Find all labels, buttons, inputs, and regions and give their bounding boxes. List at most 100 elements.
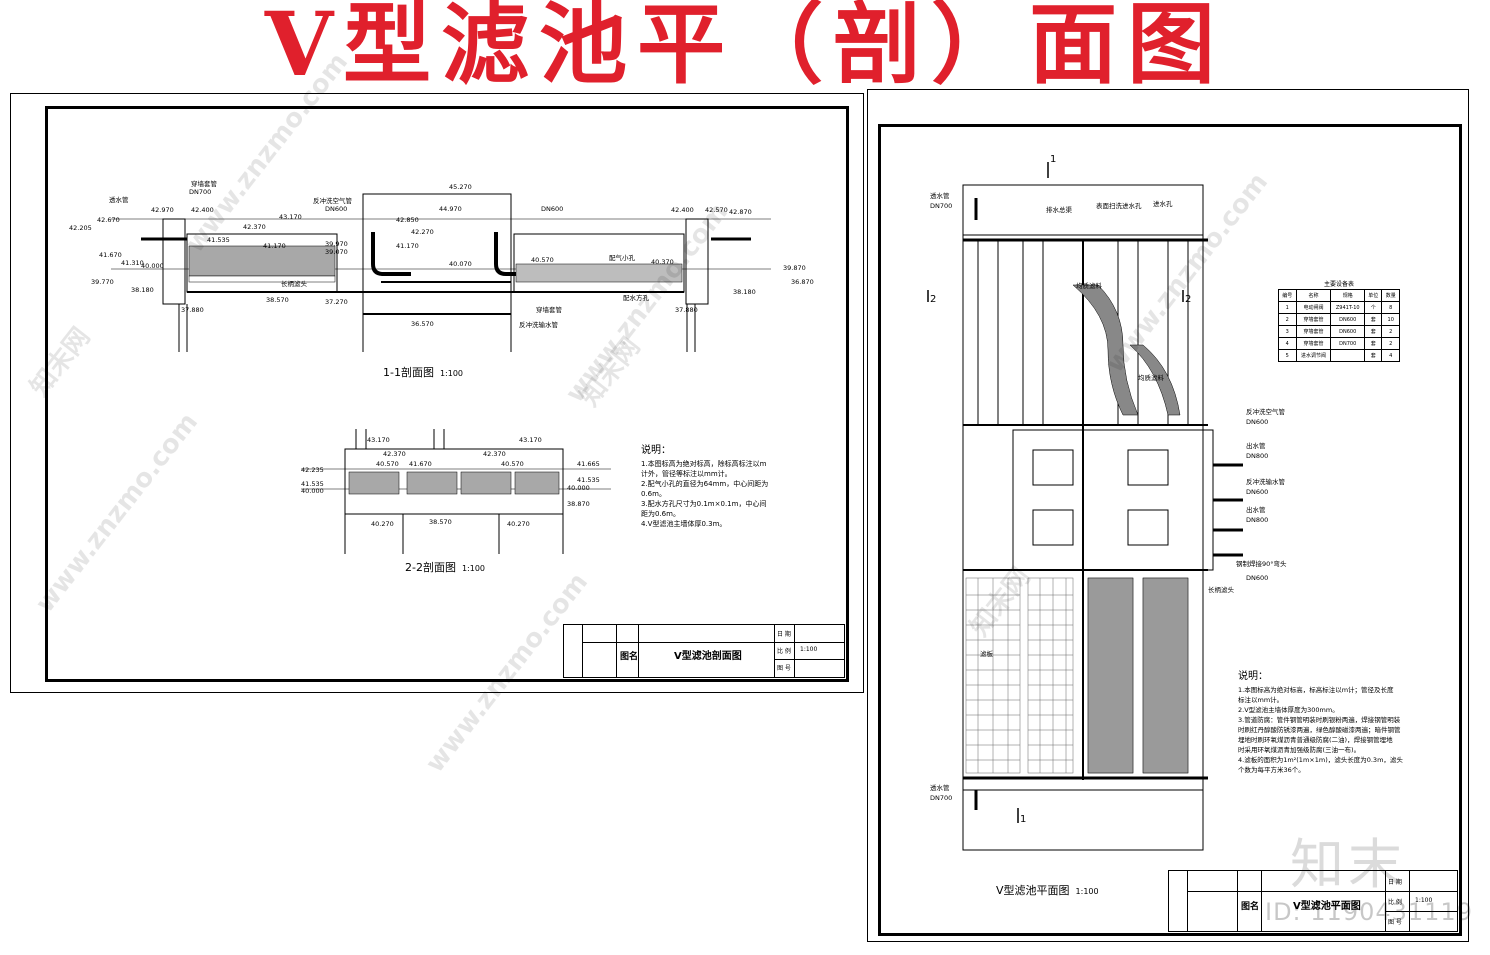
svg-text:进水孔: 进水孔 [1153,199,1173,208]
section-1-1-drawing: 透水管 穿墙套管 DN700 42.970 42.400 42.670 42.2… [69,179,814,352]
svg-text:40.000: 40.000 [141,262,164,270]
right-notes: 说明： 1.本图标高为绝对标高，标高标注以m计；管径及长度 标注以mm计。 2.… [1238,671,1403,775]
svg-text:42.670: 42.670 [97,216,120,224]
svg-text:滤板: 滤板 [980,649,994,658]
svg-text:排水总渠: 排水总渠 [1046,205,1073,214]
left-title-block-name: V型滤池剖面图 [674,651,742,662]
label-drain-pipe: 透水管 [109,195,129,204]
svg-text:42.400: 42.400 [671,206,694,214]
svg-text:36.570: 36.570 [411,320,434,328]
svg-text:39.870: 39.870 [783,264,806,272]
svg-text:42.400: 42.400 [191,206,214,214]
svg-text:43.170: 43.170 [519,436,542,444]
svg-text:表面扫洗进水孔: 表面扫洗进水孔 [1096,201,1142,210]
left-notes: 说明： 1.本图标高为绝对标高，除标高标注以m 计外，管径等标注以mm计。 2.… [641,445,769,529]
svg-text:41.535: 41.535 [301,480,324,488]
svg-text:透水管: 透水管 [930,783,950,792]
plan-drawing: 1 1 2 2 透水管 DN700 排水总渠 表面扫洗进水孔 进水孔 均质滤料 … [927,154,1287,851]
svg-text:42.370: 42.370 [243,223,266,231]
svg-text:DN700: DN700 [189,188,211,196]
svg-text:DN600: DN600 [325,205,347,213]
svg-text:2: 2 [1185,294,1191,305]
svg-text:39.770: 39.770 [91,278,114,286]
svg-text:41.170: 41.170 [396,242,419,250]
svg-text:2: 2 [930,294,936,305]
svg-text:42.370: 42.370 [483,450,506,458]
svg-text:42.570: 42.570 [705,206,728,214]
svg-text:DN800: DN800 [1246,516,1268,524]
svg-text:43.170: 43.170 [367,436,390,444]
svg-text:DN700: DN700 [930,202,952,210]
svg-text:39.970: 39.970 [325,240,348,248]
svg-text:均质滤料: 均质滤料 [1138,373,1165,382]
svg-text:38.570: 38.570 [266,296,289,304]
left-title-block-label: 图名 [620,652,639,662]
svg-text:41.670: 41.670 [99,251,122,259]
svg-text:43.170: 43.170 [279,213,302,221]
svg-text:穿墙套管: 穿墙套管 [536,305,563,314]
right-title-block-label: 图名 [1241,902,1260,912]
svg-text:37.880: 37.880 [675,306,698,314]
svg-text:38.570: 38.570 [429,518,452,526]
right-drawing-frame [878,124,1462,936]
svg-text:36.870: 36.870 [791,278,814,286]
svg-text:38.870: 38.870 [567,500,590,508]
svg-text:钢制焊接90°弯头: 钢制焊接90°弯头 [1236,559,1287,568]
svg-text:DN700: DN700 [930,794,952,802]
svg-text:出水管: 出水管 [1246,441,1266,450]
svg-text:42.850: 42.850 [396,216,419,224]
plan-labels: 1 1 2 2 透水管 DN700 排水总渠 表面扫洗进水孔 进水孔 均质滤料 … [930,154,1287,825]
left-title-block: 图名 V型滤池剖面图 日 期 比 例 图 号 1:100 [563,624,845,678]
svg-text:DN800: DN800 [1246,452,1268,460]
image-id: ID: 1190431119 [1265,898,1473,926]
svg-text:40.000: 40.000 [301,487,324,495]
svg-text:37.880: 37.880 [181,306,204,314]
svg-text:1: 1 [1050,154,1056,165]
left-drawing-frame [45,106,849,682]
svg-text:反冲洗输水管: 反冲洗输水管 [519,320,559,329]
svg-text:1: 1 [1020,814,1026,825]
svg-text:40.570: 40.570 [376,460,399,468]
svg-text:DN600: DN600 [541,205,563,213]
svg-text:41.310: 41.310 [121,259,144,267]
page-title: V型滤池平（剖）面图 [264,0,1226,96]
svg-text:42.205: 42.205 [69,224,92,232]
right-drawing-sheet: 1 1 2 2 透水管 DN700 排水总渠 表面扫洗进水孔 进水孔 均质滤料 … [867,89,1469,942]
left-drawing-sheet: 透水管 穿墙套管 DN700 42.970 42.400 42.670 42.2… [10,93,864,693]
section-2-2-drawing: 43.170 43.170 42.370 42.370 42.235 41.53… [301,429,611,554]
svg-text:DN600: DN600 [1246,488,1268,496]
svg-text:均质滤料: 均质滤料 [1076,281,1103,290]
svg-text:40.370: 40.370 [651,258,674,266]
svg-text:42.970: 42.970 [151,206,174,214]
svg-text:长柄滤头: 长柄滤头 [281,279,308,288]
brand-logo: 知末 [1290,833,1406,896]
svg-text:配气小孔: 配气小孔 [609,253,636,262]
section-1-elevation-labels: 透水管 穿墙套管 DN700 42.970 42.400 42.670 42.2… [69,179,814,329]
svg-text:长柄滤头: 长柄滤头 [1208,585,1235,594]
svg-text:42.870: 42.870 [729,208,752,216]
svg-text:42.370: 42.370 [383,450,406,458]
svg-text:反冲洗空气管: 反冲洗空气管 [1246,407,1286,416]
svg-text:透水管: 透水管 [930,191,950,200]
right-title-block-name: V型滤池平面图 [1293,901,1361,912]
svg-text:DN600: DN600 [1246,418,1268,426]
svg-text:40.570: 40.570 [531,256,554,264]
svg-text:39.070: 39.070 [325,248,348,256]
svg-text:40.570: 40.570 [501,460,524,468]
svg-text:DN600: DN600 [1246,574,1268,582]
svg-text:40.270: 40.270 [507,520,530,528]
svg-text:42.270: 42.270 [411,228,434,236]
svg-text:40.070: 40.070 [449,260,472,268]
svg-text:45.270: 45.270 [449,183,472,191]
svg-text:41.535: 41.535 [577,476,600,484]
svg-text:38.180: 38.180 [131,286,154,294]
